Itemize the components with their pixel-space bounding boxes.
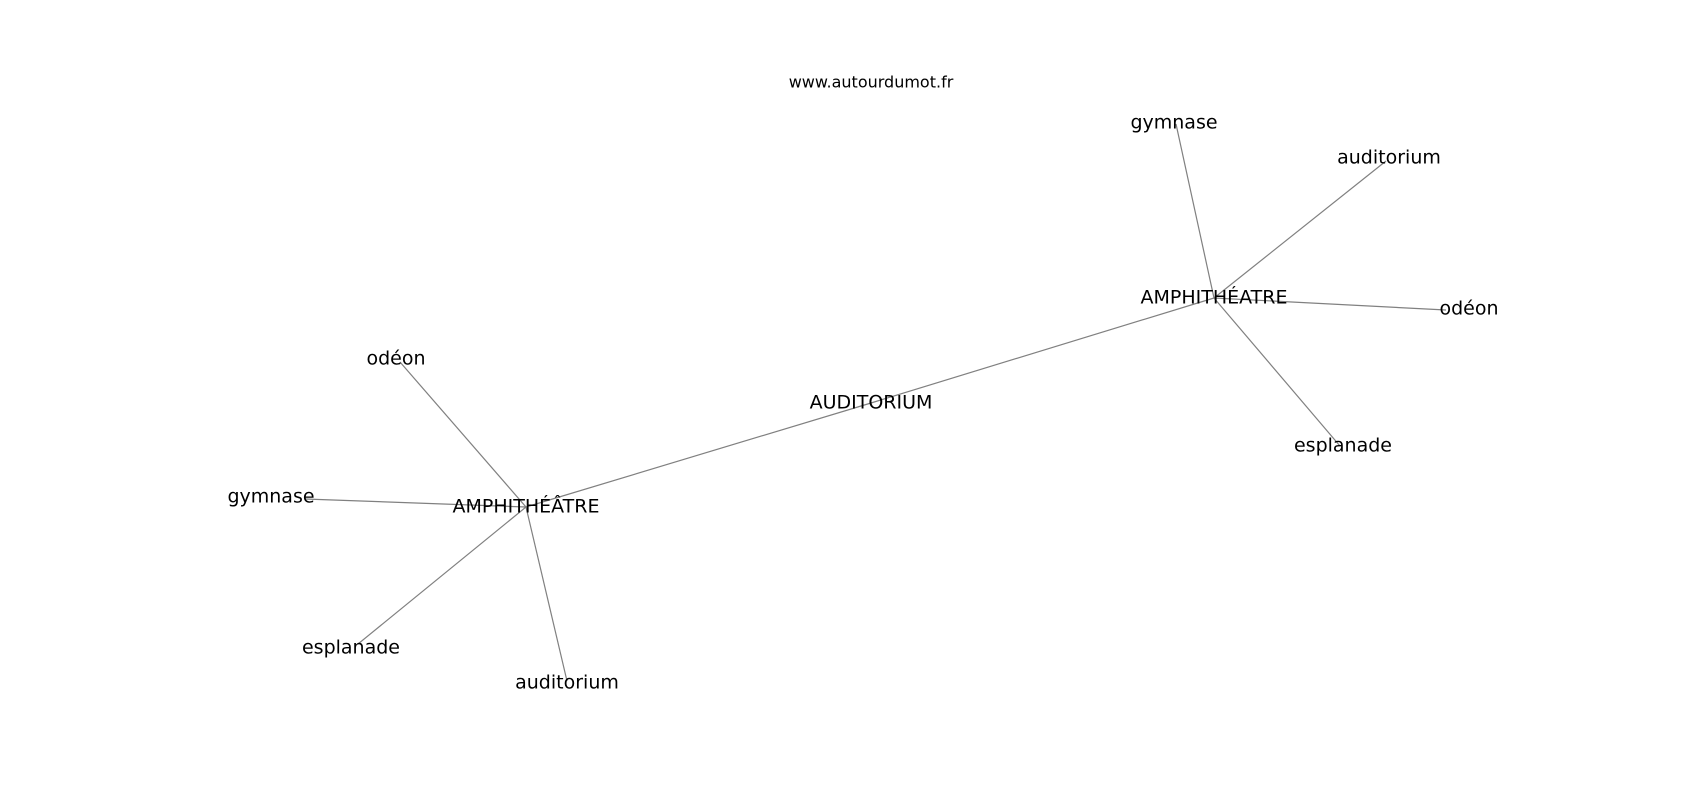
graph-edge-hubB-b-auditorium (525, 506, 568, 682)
node-label-hubB: AMPHITHÉÂTRE (453, 495, 600, 518)
graph-edge-hubB-b-odeon (399, 361, 527, 508)
node-label-a-auditorium: auditorium (1337, 147, 1441, 169)
node-label-b-auditorium: auditorium (515, 672, 619, 694)
graph-edge-hubA-a-auditorium (1213, 160, 1387, 299)
node-label-b-gymnase: gymnase (227, 486, 314, 508)
graph-edge-center-hubB (525, 402, 872, 508)
graph-edge-hubA-a-odeon (1213, 297, 1447, 311)
graph-edge-center-hubA (870, 297, 1215, 404)
node-label-a-esplanade: esplanade (1294, 435, 1392, 457)
graph-edge-hubB-b-esplanade (357, 506, 527, 645)
watermark-text: www.autourdumot.fr (789, 73, 954, 92)
node-label-a-gymnase: gymnase (1130, 112, 1217, 134)
graph-node-labels: AUDITORIUM AMPHITHÉATRE AMPHITHÉÂTRE gymnas… (227, 112, 1498, 694)
graph-edge-hubB-b-gymnase (304, 498, 527, 508)
graph-edge-hubA-a-gymnase (1175, 123, 1215, 299)
node-label-b-odeon: odéon (366, 348, 425, 370)
node-label-a-odeon: odéon (1439, 298, 1498, 320)
graph-edge-hubA-a-esplanade (1213, 297, 1341, 447)
node-label-b-esplanade: esplanade (302, 637, 400, 659)
graph-edges (304, 123, 1447, 682)
node-label-center: AUDITORIUM (810, 392, 933, 414)
node-label-hubA: AMPHITHÉATRE (1141, 286, 1288, 309)
